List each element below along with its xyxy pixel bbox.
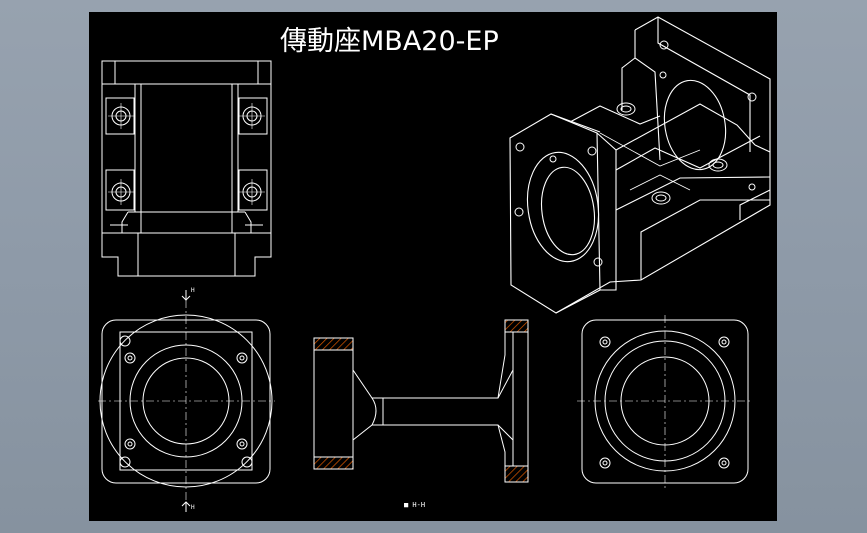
top-view[interactable] xyxy=(101,60,272,277)
isometric-view[interactable] xyxy=(509,16,771,314)
section-mark-top: H xyxy=(191,287,195,294)
drawing-sheet[interactable] xyxy=(89,12,777,521)
drawing-title: 傳動座MBA20-EP xyxy=(280,26,499,57)
side-view-centerlines xyxy=(577,315,752,488)
section-caption: ■ H-H xyxy=(404,501,426,509)
section-view[interactable] xyxy=(313,319,529,483)
section-line-marks xyxy=(181,290,191,512)
front-view-centerlines xyxy=(98,300,275,500)
front-view-holes xyxy=(119,335,253,468)
isometric-holes xyxy=(514,40,757,267)
side-view-holes xyxy=(599,336,730,469)
section-mark-bottom: H xyxy=(191,504,195,511)
top-view-holes xyxy=(108,103,265,205)
